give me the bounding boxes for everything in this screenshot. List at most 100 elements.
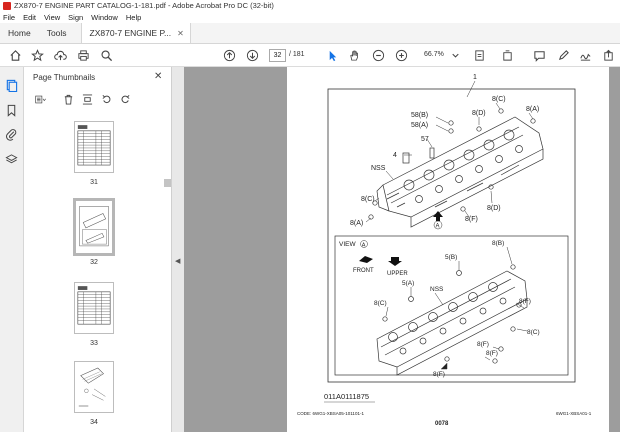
layers-icon[interactable] [5,153,18,166]
view-label-8f-r3: 8(F) [486,350,498,357]
view-label-8f-r1: 8(F) [519,298,531,305]
thumbnail-label-34: 34 [90,419,98,426]
panel-toolbar [30,91,137,107]
label-58a: 58(A) [411,122,428,129]
collapse-arrow-icon[interactable]: ◀ [175,258,181,265]
label-8a-top: 8(A) [526,106,539,113]
footer-page: 0078 [435,421,449,427]
cylinder-head-view-a [376,264,528,376]
thumbnail-label-31: 31 [90,179,98,186]
footer-code: CODE: 6WG1-XBSA05-101101-1 [297,411,364,416]
label-8f-mid: 8(F) [465,216,478,223]
arrow-a-label: A [436,224,440,230]
page-thumbnail[interactable] [74,361,114,413]
prev-page-icon[interactable] [222,48,237,63]
menu-window[interactable]: Window [91,12,118,22]
insert-page-icon[interactable] [80,92,94,106]
menu-file[interactable]: File [3,12,16,22]
page-total: / 181 [289,51,305,58]
next-page-icon[interactable] [245,48,260,63]
tab-bar: Home Tools ZX870-7 ENGINE P... ✕ [0,23,620,44]
home-icon[interactable] [8,48,23,63]
attachments-icon[interactable] [5,128,18,141]
menu-help[interactable]: Help [125,12,142,22]
tab-home[interactable]: Home [8,28,31,38]
thumbnails-panel: Page Thumbnails ✕ 31 [24,67,172,432]
view-label-8c-left: 8(C) [374,300,387,307]
thumbnail-label-33: 33 [90,340,98,347]
title-bar: ZX870-7 ENGINE PART CATALOG-1-181.pdf - … [0,0,620,11]
view-label-8f-r2: 8(F) [477,341,489,348]
cloud-upload-icon[interactable] [53,48,68,63]
acrobat-icon [3,1,11,10]
upper-arrow-icon [388,257,402,266]
cylinder-head-illustration [368,108,544,228]
front-arrow-icon [359,256,373,263]
view-label-8c-r: 8(C) [527,329,540,336]
view-label-8f-bottom: 8(F) [433,371,445,378]
chevron-down-icon[interactable] [448,48,463,63]
zoom-level[interactable]: 66.7% [424,51,444,58]
rotate-view-icon[interactable] [500,48,515,63]
page-thumbnail[interactable] [74,121,114,173]
page-number-input[interactable]: 32 [269,49,286,62]
label-58b: 58(B) [411,112,428,119]
view-label-5a: 5(A) [402,280,414,287]
label-8a-left: 8(A) [350,220,363,227]
label-8c-top: 8(C) [492,96,506,103]
navigation-rail [0,67,24,432]
view-label-nss: NSS [430,286,444,293]
toolbar: 32 / 181 66.7% [0,44,620,67]
rotate-cw-icon[interactable] [118,92,132,106]
label-nss-top: NSS [371,165,386,172]
rotate-ccw-icon[interactable] [99,92,113,106]
label-8d-top: 8(D) [472,110,486,117]
panel-title: Page Thumbnails [33,73,96,82]
view-a-inset [334,235,569,376]
pdf-page: 1 [287,67,609,432]
view-label-5b: 5(B) [445,254,457,261]
menu-sign[interactable]: Sign [68,12,84,22]
document-view[interactable]: 1 [184,67,620,432]
label-8c-left: 8(C) [361,196,375,203]
select-cursor-icon[interactable] [325,48,340,63]
thumbnails-scrollbar[interactable] [164,179,171,187]
view-label-8b: 8(B) [492,240,504,247]
bookmark-star-icon[interactable] [30,48,45,63]
print-icon[interactable] [76,48,91,63]
pen-icon[interactable] [556,48,571,63]
zoom-out-icon[interactable] [371,48,386,63]
menu-edit[interactable]: Edit [23,12,37,22]
page-thumbnails-icon[interactable] [5,79,18,93]
delete-page-icon[interactable] [61,92,75,106]
tab-document-label: ZX870-7 ENGINE P... [89,28,172,38]
panel-collapse-handle[interactable]: ◀ [172,67,184,432]
share-icon[interactable] [601,48,616,63]
view-title: VIEW [339,241,356,248]
label-57: 57 [421,136,429,143]
front-label: FRONT [353,268,374,274]
page-thumbnail-selected[interactable] [73,198,115,256]
ref-main-label: 1 [473,74,477,81]
tab-tools[interactable]: Tools [46,28,67,38]
label-8d-right: 8(D) [487,205,501,212]
menu-bar: File Edit View Sign Window Help [0,11,620,23]
upper-label: UPPER [387,271,408,277]
bookmarks-icon[interactable] [5,104,18,117]
page-thumbnail[interactable] [74,282,114,334]
close-icon[interactable]: ✕ [177,28,184,38]
footer-right: 6WG1-XBSA01-1 [556,411,592,416]
view-circle-label: A [362,242,366,248]
fit-page-icon[interactable] [472,48,487,63]
sign-icon[interactable] [578,48,593,63]
hand-tool-icon[interactable] [347,48,362,63]
comment-icon[interactable] [532,48,547,63]
close-panel-icon[interactable]: ✕ [154,71,163,82]
options-menu-icon[interactable] [30,92,50,106]
menu-view[interactable]: View [44,12,61,22]
search-icon[interactable] [99,48,114,63]
zoom-in-icon[interactable] [394,48,409,63]
catalog-number: 011A0111875 [324,392,369,401]
tab-document[interactable]: ZX870-7 ENGINE P... ✕ [80,23,191,43]
parts-drawing: 1 [297,74,592,427]
